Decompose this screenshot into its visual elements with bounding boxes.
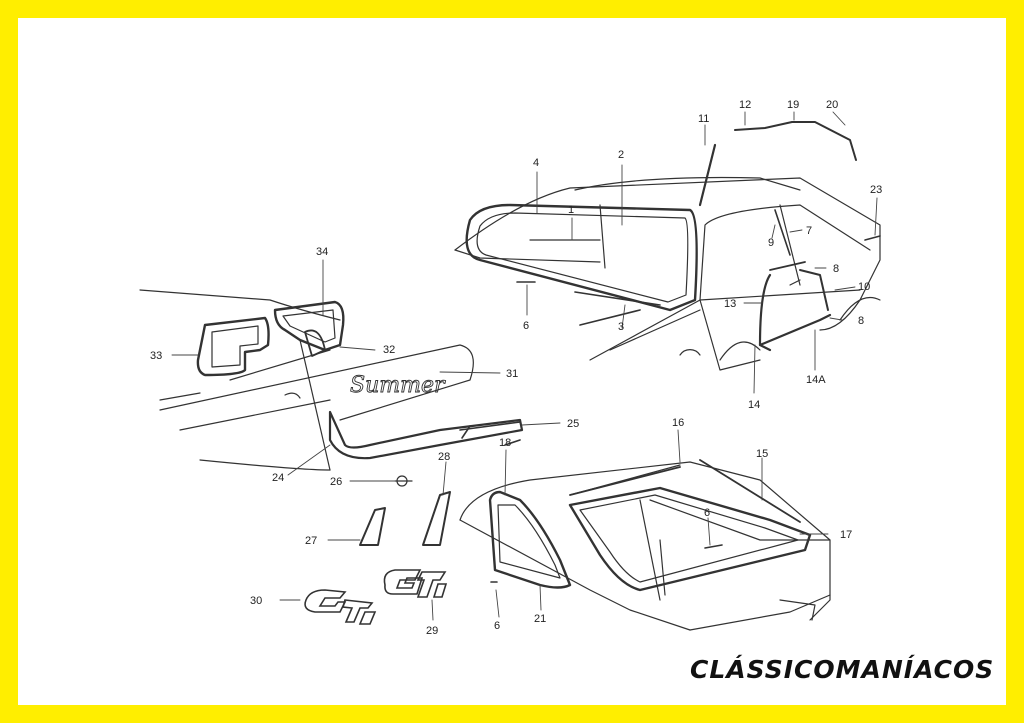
callout-34: 34 [316, 246, 328, 258]
summer-badge: Summer [350, 373, 446, 398]
callout-6c: 6 [704, 507, 710, 519]
callout-7: 7 [806, 225, 812, 237]
callout-8b: 8 [858, 315, 864, 327]
fastener-26 [394, 475, 413, 487]
callout-numbers: 1 2 3 4 6 11 12 19 20 23 7 9 8 10 8 13 1… [150, 99, 882, 637]
callout-14: 14 [748, 399, 760, 411]
side-trim-strips [328, 410, 524, 460]
callout-10: 10 [858, 281, 870, 293]
sill-strips-front [516, 281, 661, 326]
callout-18: 18 [499, 437, 511, 449]
brand-logo: CLÁSSICOMANÍACOS [690, 655, 995, 684]
callout-30: 30 [250, 595, 262, 607]
callout-14a: 14A [806, 374, 826, 386]
rear-window-seals [488, 486, 812, 592]
callout-11: 11 [698, 113, 709, 125]
callout-31: 31 [506, 368, 518, 380]
callout-13: 13 [724, 298, 736, 310]
callout-24: 24 [272, 472, 284, 484]
callout-21: 21 [534, 613, 546, 625]
front-car-outline [454, 176, 881, 371]
callout-23: 23 [870, 184, 882, 196]
callout-32: 32 [383, 344, 395, 356]
windscreen-seal [465, 203, 698, 312]
callout-6: 6 [523, 320, 529, 332]
callout-17: 17 [840, 529, 852, 541]
callout-15: 15 [756, 448, 768, 460]
callout-12: 12 [739, 99, 751, 111]
gti-emblem-29 [383, 569, 448, 598]
callout-6b: 6 [494, 620, 500, 632]
callout-29: 29 [426, 625, 438, 637]
callout-1: 1 [568, 204, 574, 216]
rear-roof-strips [504, 439, 801, 523]
gti-emblem-30 [304, 589, 377, 625]
callout-28: 28 [438, 451, 450, 463]
callout-4: 4 [533, 157, 539, 169]
leader-lines [171, 111, 878, 621]
callout-2: 2 [618, 149, 624, 161]
callout-3: 3 [618, 321, 624, 333]
callout-9: 9 [768, 237, 774, 249]
callout-25: 25 [567, 418, 579, 430]
door-seal-front [758, 209, 881, 352]
pillar-trims [359, 491, 451, 546]
callout-27: 27 [305, 535, 317, 547]
callout-26: 26 [330, 476, 342, 488]
roof-strips [698, 121, 857, 207]
callout-16: 16 [672, 417, 684, 429]
callout-8a: 8 [833, 263, 839, 275]
callout-33: 33 [150, 350, 162, 362]
side-window-seals [196, 300, 345, 377]
callout-20: 20 [826, 99, 838, 111]
callout-19: 19 [787, 99, 799, 111]
